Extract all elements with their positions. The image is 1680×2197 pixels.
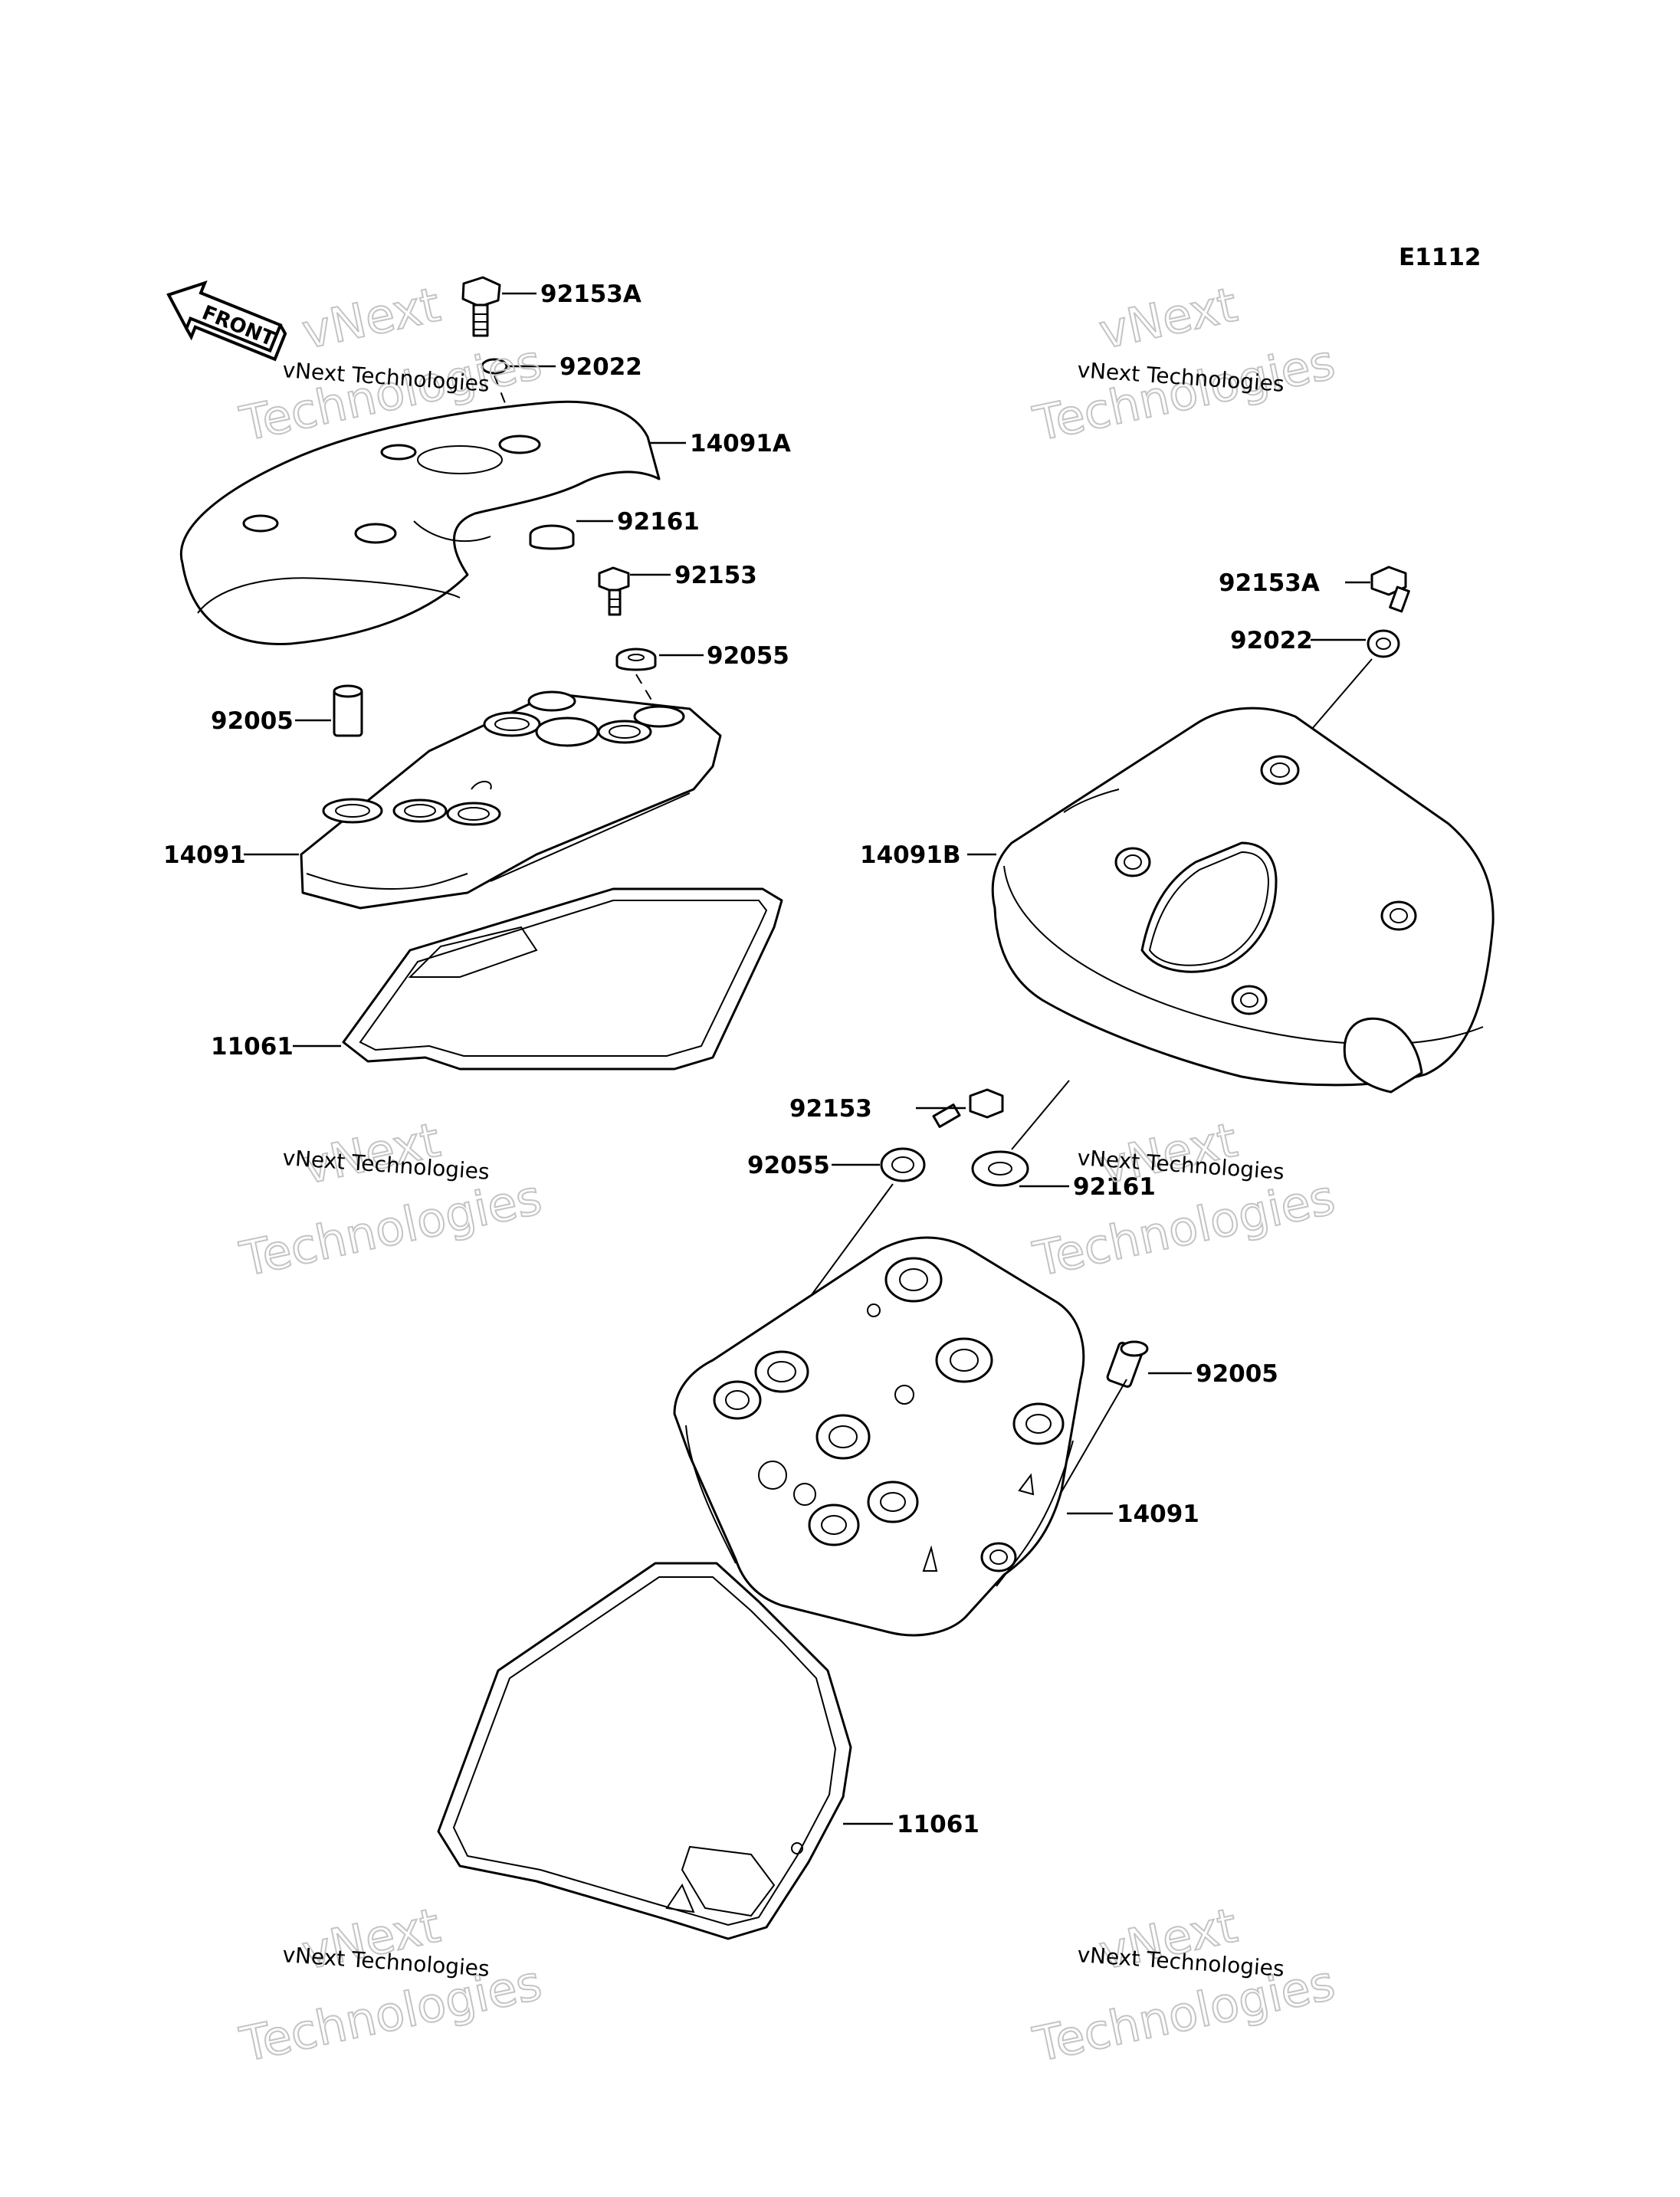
label-92153a-left: 92153A (540, 280, 641, 308)
watermark-text: Technologies (235, 1169, 546, 1287)
cover-14091-right (673, 1236, 1085, 1637)
label-92161-right: 92161 (1073, 1173, 1156, 1201)
dowel-92005-left (333, 684, 363, 737)
watermark-mid-left: vNext Technologies vNext Technologies (235, 1111, 547, 1288)
diagram-code: E1112 (1399, 244, 1481, 271)
label-92153a-right: 92153A (1219, 569, 1320, 597)
bolt-92153a-right (1370, 566, 1410, 613)
watermark-top-right: vNext Technologies vNext Technologies (1028, 276, 1340, 453)
label-14091-left: 14091 (163, 841, 246, 869)
label-14091-right: 14091 (1117, 1500, 1199, 1528)
label-92022-left: 92022 (559, 353, 642, 381)
gasket-11061-left (342, 887, 783, 1071)
watermark-bottom-left: vNext Technologies vNext Technologies (235, 1897, 547, 2074)
label-11061-left: 11061 (211, 1033, 294, 1061)
label-14091a: 14091A (690, 430, 791, 457)
centerline-right-grommet (1011, 1080, 1070, 1150)
label-92005-right: 92005 (1196, 1360, 1278, 1388)
label-92005-left: 92005 (211, 707, 294, 735)
collar-92055-left (615, 648, 657, 671)
grommet-92161-left (529, 524, 575, 550)
bolt-92153-left (598, 566, 630, 616)
label-14091b: 14091B (860, 841, 960, 869)
bolt-92153a-left (461, 276, 501, 337)
label-11061-right: 11061 (897, 1811, 979, 1838)
label-92055-right: 92055 (747, 1152, 830, 1179)
bolt-92153-right (932, 1088, 1004, 1128)
dowel-92005-right (1106, 1340, 1149, 1388)
front-arrow-icon: FRONT (166, 280, 287, 362)
cover-14091-left (300, 690, 722, 910)
gasket-11061-right (437, 1562, 852, 1940)
label-92022-right: 92022 (1230, 627, 1313, 654)
washer-92022-left (481, 358, 508, 375)
grommet-92161-right (971, 1150, 1029, 1187)
watermark-text: Technologies (1029, 333, 1340, 451)
label-92055-left: 92055 (707, 642, 789, 670)
collar-92055-right (880, 1147, 926, 1182)
cover-14091a (179, 400, 661, 645)
label-92153-right: 92153 (789, 1095, 872, 1123)
label-92153-left: 92153 (674, 562, 757, 589)
washer-92022-right (1367, 629, 1400, 658)
label-92161-left: 92161 (617, 508, 700, 536)
watermark-text: vNext (297, 277, 445, 360)
watermark-bottom-right: vNext Technologies vNext Technologies (1028, 1897, 1340, 2074)
watermark-text: vNext (1094, 277, 1242, 360)
cover-14091b (991, 707, 1495, 1094)
